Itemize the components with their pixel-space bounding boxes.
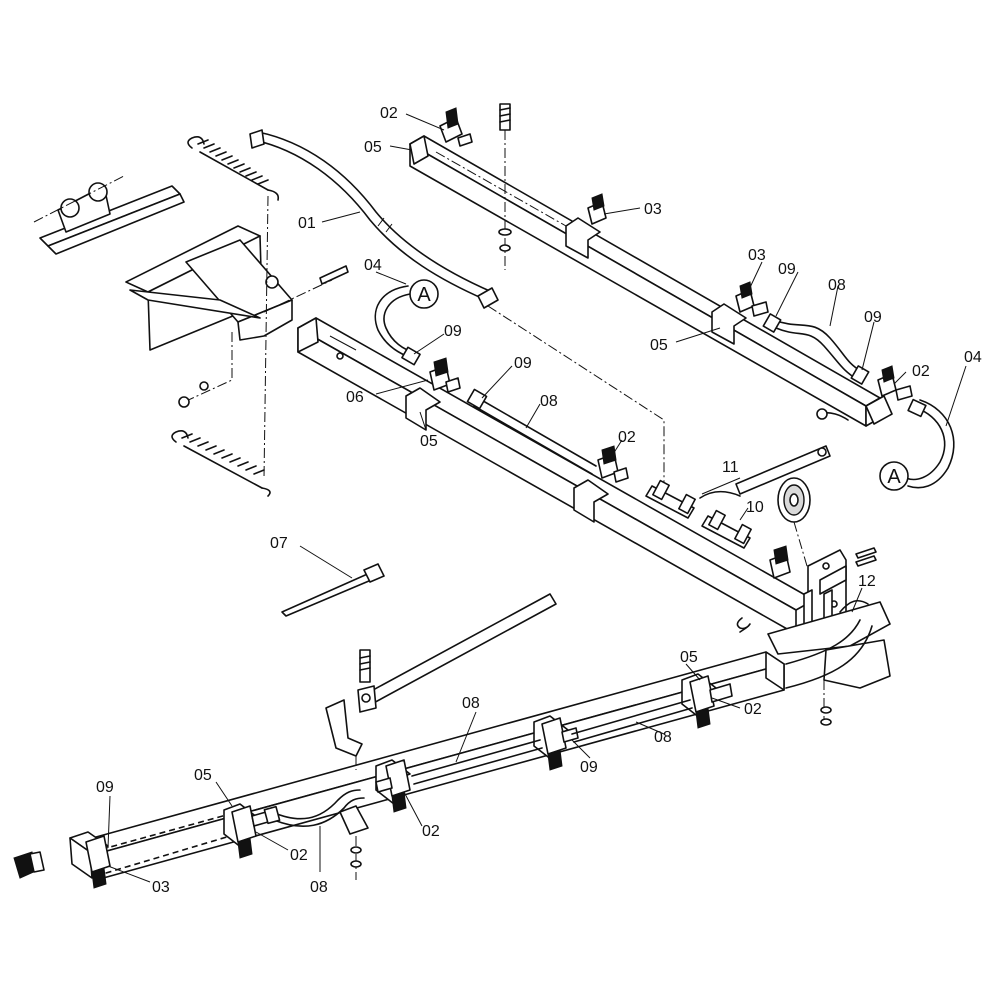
callout-09-middle: 09 xyxy=(514,355,532,372)
leader-lines xyxy=(107,113,967,883)
tension-spring-upper xyxy=(187,136,280,479)
hose-08-upper-right xyxy=(762,313,870,385)
callout-05-lower-left: 05 xyxy=(194,767,212,784)
callout-05-middle: 05 xyxy=(420,433,438,450)
callout-08-upper-right: 08 xyxy=(828,277,846,294)
callout-05-upper: 05 xyxy=(364,139,382,156)
cable-tie-07 xyxy=(281,563,385,617)
nozzle-body-lower-2 xyxy=(231,805,269,859)
callout-06: 06 xyxy=(346,389,364,406)
curved-tube-lower-right xyxy=(785,619,873,689)
nozzle-body-lower-3 xyxy=(375,759,411,813)
callout-02-upper-left: 02 xyxy=(380,105,398,122)
callout-01: 01 xyxy=(298,215,316,232)
boom-tube-lower xyxy=(69,651,785,881)
hose-01 xyxy=(249,129,499,309)
reference-marker-a-lower: A xyxy=(879,461,909,491)
callout-02-lower-left: 02 xyxy=(290,847,308,864)
hanger-bracket xyxy=(33,175,349,408)
callout-11: 11 xyxy=(722,459,739,476)
nozzle-body-middle-3 xyxy=(769,545,791,579)
reference-marker-a-lower-label: A xyxy=(887,466,901,488)
callout-labels: 01 02 02 02 02 02 02 03 03 03 04 04 05 0… xyxy=(96,105,982,896)
bolt-upper-tube xyxy=(498,103,512,270)
callout-03-lower-left: 03 xyxy=(152,879,170,896)
reference-marker-a-upper: A xyxy=(409,279,439,309)
callout-04-right: 04 xyxy=(964,349,982,366)
bolt-strap xyxy=(359,649,371,683)
callout-03-right: 03 xyxy=(748,247,766,264)
nozzle-body-upper-1 xyxy=(439,107,473,147)
hose-04-right xyxy=(905,398,955,489)
support-strap xyxy=(357,593,557,713)
boom-tube-upper-right xyxy=(409,135,881,427)
hose-04-left xyxy=(374,285,421,366)
callout-09-upper-right-a: 09 xyxy=(778,261,796,278)
lower-hanger-right xyxy=(339,805,369,880)
callout-08-lower-right: 08 xyxy=(654,729,672,746)
callout-08-middle: 08 xyxy=(540,393,558,410)
end-plug xyxy=(13,851,45,879)
callout-04-left: 04 xyxy=(364,257,382,274)
nozzle-body-lower-5 xyxy=(689,675,733,729)
nozzle-body-upper-4 xyxy=(877,365,913,401)
callout-03-upper: 03 xyxy=(644,201,662,218)
callout-02-lower-right: 02 xyxy=(744,701,762,718)
nozzle-body-upper-2 xyxy=(587,193,607,225)
flat-link xyxy=(735,445,831,495)
callout-10: 10 xyxy=(746,499,764,516)
hose-08-lower-left xyxy=(263,789,365,828)
hose-08-lower-right xyxy=(571,699,693,743)
callout-09-lower-right: 09 xyxy=(580,759,598,776)
pivot-bracket xyxy=(736,547,891,726)
callout-09-left: 09 xyxy=(444,323,462,340)
pulley-wheel xyxy=(777,477,821,611)
nozzle-body-lower-4 xyxy=(541,717,579,771)
nozzle-body-lower-1 xyxy=(85,835,111,889)
callout-02-upper-right: 02 xyxy=(912,363,930,380)
callout-09-upper-right-b: 09 xyxy=(864,309,882,326)
tension-spring-lower xyxy=(171,430,271,497)
callout-05-upper-right: 05 xyxy=(650,337,668,354)
callout-09-lower-left: 09 xyxy=(96,779,114,796)
callout-08-lower-middle: 08 xyxy=(462,695,480,712)
boom-tube-middle xyxy=(297,317,815,635)
fitting-10 xyxy=(701,509,752,549)
upper-right-end-cap xyxy=(816,395,893,425)
fitting-11 xyxy=(645,479,741,519)
nozzle-body-middle-2 xyxy=(597,445,629,483)
reference-marker-a-upper-label: A xyxy=(417,284,431,306)
nozzle-body-upper-3 xyxy=(735,281,769,317)
hose-08-lower-middle xyxy=(411,739,543,785)
callout-05-lower-right: 05 xyxy=(680,649,698,666)
callout-02-lower-middle: 02 xyxy=(422,823,440,840)
callout-08-lower-left: 08 xyxy=(310,879,328,896)
callout-12: 12 xyxy=(858,573,876,590)
nozzle-body-middle-1 xyxy=(429,357,461,393)
callout-07: 07 xyxy=(270,535,288,552)
callout-02-middle: 02 xyxy=(618,429,636,446)
hose-08-middle xyxy=(466,388,597,475)
lower-hanger-left xyxy=(325,699,363,770)
